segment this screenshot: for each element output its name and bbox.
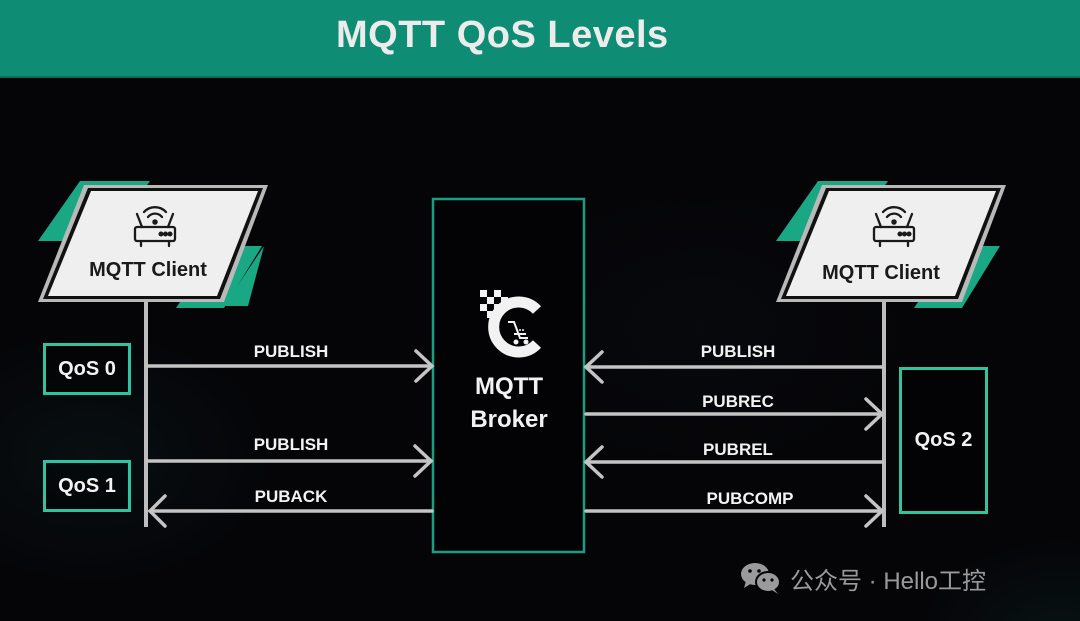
msg-label-pubcomp-qos2: PUBCOMP: [706, 489, 794, 508]
msg-label-pubrel-qos2: PUBREL: [703, 440, 773, 459]
right-arrows: [583, 350, 885, 528]
wechat-icon: [741, 563, 781, 594]
broker-label-line1: MQTT: [475, 373, 543, 400]
left-client-label: MQTT Client: [89, 259, 207, 281]
watermark-text: 公众号 · Hello工控: [790, 567, 987, 595]
msg-label-pubrec-qos2: PUBREC: [702, 392, 774, 411]
page-title: MQTT QoS Levels: [336, 14, 669, 56]
broker-label-line2: Broker: [470, 406, 548, 433]
right-client-label: MQTT Client: [822, 262, 940, 284]
qos2-box: QoS 2: [899, 367, 988, 514]
right-client-card: [776, 181, 1006, 308]
broker-logo-icon: [480, 290, 542, 358]
broker-box: [431, 197, 586, 554]
msg-label-puback-qos1: PUBACK: [254, 487, 328, 506]
left-client-card: [38, 181, 268, 308]
broker-label: MQTT Broker: [433, 370, 585, 436]
wifi-router-icon: [872, 206, 916, 248]
watermark: 公众号 · Hello工控: [740, 560, 986, 596]
msg-label-publish-qos2: PUBLISH: [700, 342, 776, 361]
msg-label-publish-qos0: PUBLISH: [253, 342, 329, 361]
green-accent-bottom: [178, 246, 264, 306]
qos1-box: QoS 1: [43, 460, 131, 512]
left-arrows: [146, 349, 435, 528]
qos0-box: QoS 0: [43, 343, 131, 395]
wifi-router-icon: [133, 206, 177, 248]
msg-label-publish-qos1: PUBLISH: [253, 435, 329, 454]
title-banner: MQTT QoS Levels: [0, 0, 1080, 78]
